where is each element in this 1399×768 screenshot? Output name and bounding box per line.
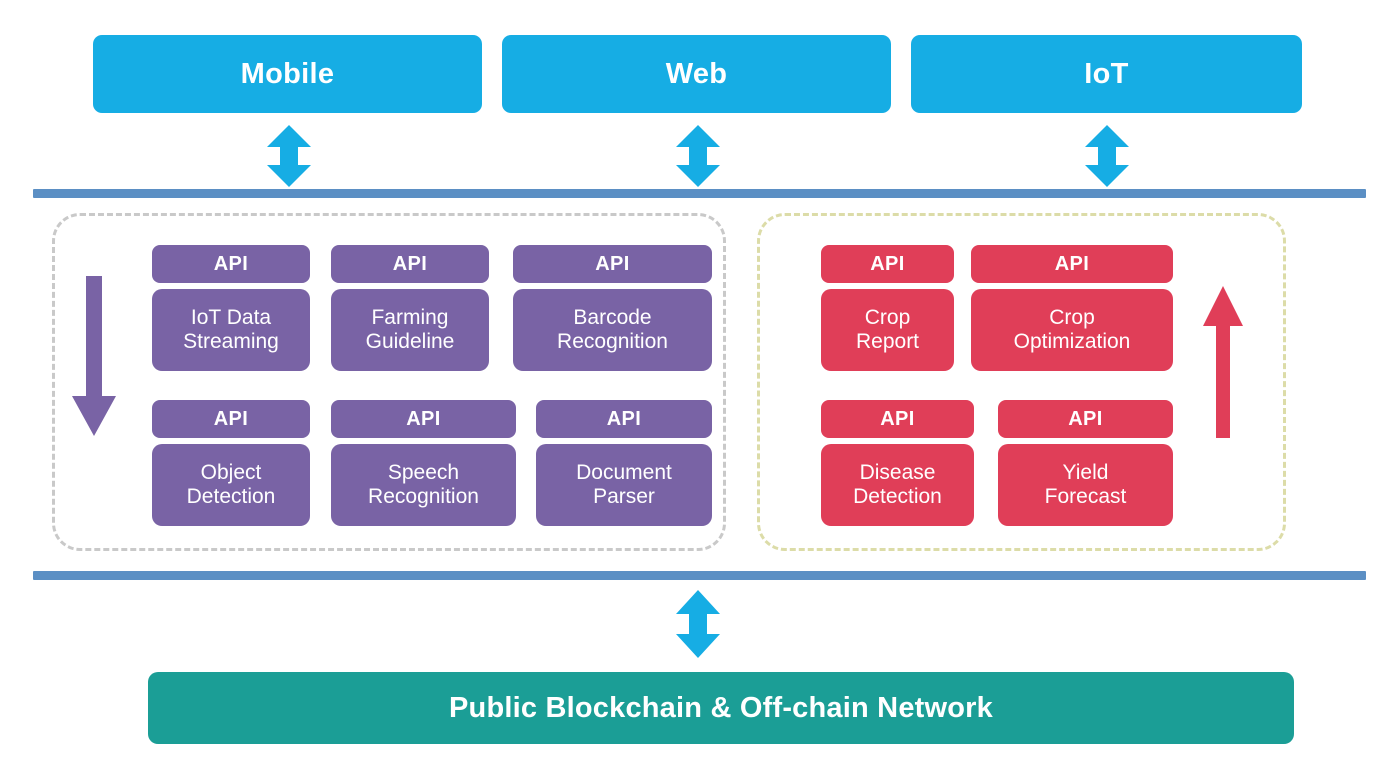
api-tag: API [331,400,516,438]
bidirectional-arrow-icon-iot [1085,125,1129,187]
api-tag: API [821,245,954,283]
service-object-detection[interactable]: API Object Detection [152,400,310,526]
separator-bar-bottom [33,571,1366,580]
up-arrow-icon [1203,286,1243,438]
bidirectional-arrow-icon-web [676,125,720,187]
api-tag: API [998,400,1173,438]
service-name: Farming Guideline [331,289,489,371]
api-tag: API [513,245,712,283]
client-tier-mobile-label: Mobile [240,57,335,90]
api-tag: API [971,245,1173,283]
service-crop-optimization[interactable]: API Crop Optimization [971,245,1173,371]
api-tag: API [821,400,974,438]
down-arrow-icon [72,276,116,436]
bidirectional-arrow-icon-blockchain [676,590,720,658]
api-tag: API [152,245,310,283]
client-tier-iot[interactable]: IoT [911,35,1302,113]
client-tier-mobile[interactable]: Mobile [93,35,482,113]
service-barcode-recognition[interactable]: API Barcode Recognition [513,245,712,371]
service-group-right [757,213,1286,551]
service-name: IoT Data Streaming [152,289,310,371]
separator-bar-top [33,189,1366,198]
service-name: Object Detection [152,444,310,526]
service-disease-detection[interactable]: API Disease Detection [821,400,974,526]
api-tag: API [152,400,310,438]
service-speech-recognition[interactable]: API Speech Recognition [331,400,516,526]
service-iot-data-streaming[interactable]: API IoT Data Streaming [152,245,310,371]
service-name: Disease Detection [821,444,974,526]
api-tag: API [536,400,712,438]
service-document-parser[interactable]: API Document Parser [536,400,712,526]
service-name: Crop Report [821,289,954,371]
client-tier-iot-label: IoT [1084,57,1129,90]
service-group-left [52,213,726,551]
blockchain-network-label: Public Blockchain & Off-chain Network [449,691,993,724]
bidirectional-arrow-icon-mobile [267,125,311,187]
service-farming-guideline[interactable]: API Farming Guideline [331,245,489,371]
blockchain-network-banner[interactable]: Public Blockchain & Off-chain Network [148,672,1294,744]
service-name: Barcode Recognition [513,289,712,371]
client-tier-web-label: Web [665,57,728,90]
service-name: Crop Optimization [971,289,1173,371]
service-name: Yield Forecast [998,444,1173,526]
service-name: Document Parser [536,444,712,526]
api-tag: API [331,245,489,283]
service-name: Speech Recognition [331,444,516,526]
client-tier-web[interactable]: Web [502,35,891,113]
service-yield-forecast[interactable]: API Yield Forecast [998,400,1173,526]
service-crop-report[interactable]: API Crop Report [821,245,954,371]
